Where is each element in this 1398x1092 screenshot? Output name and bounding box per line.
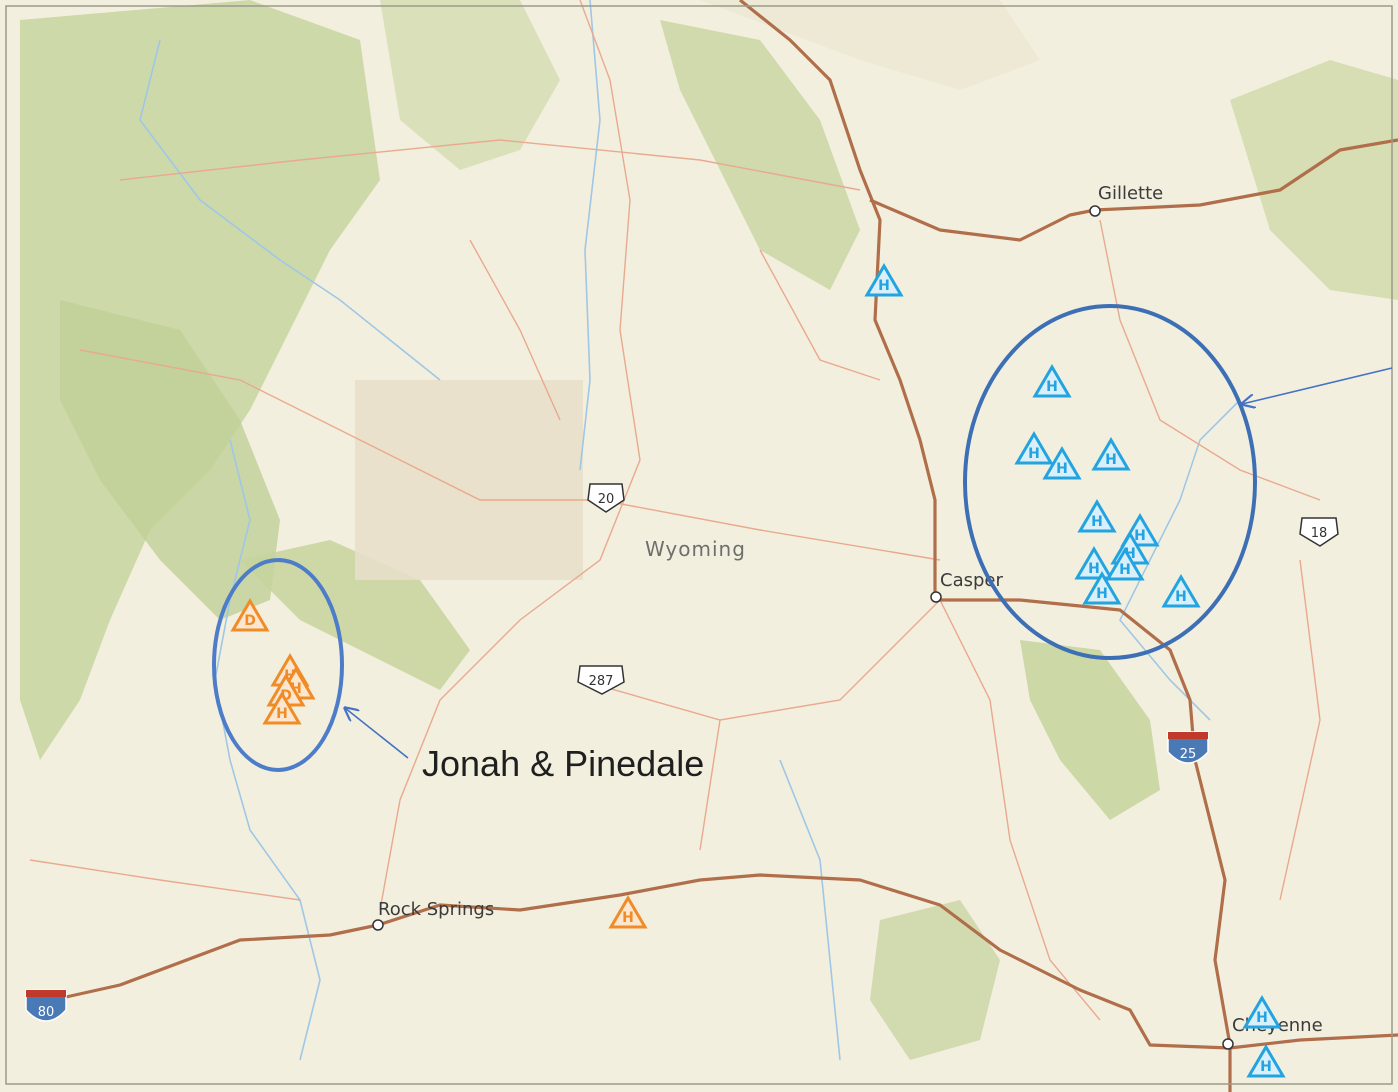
svg-text:Gillette: Gillette [1098,183,1163,204]
hub-marker-icon[interactable]: H [1083,572,1121,605]
hub-marker-icon[interactable]: H [1243,996,1281,1029]
hub-marker-icon[interactable]: H [1111,532,1149,565]
svg-text:H: H [276,706,288,722]
svg-text:Rock Springs: Rock Springs [378,899,494,920]
svg-text:287: 287 [589,674,614,689]
hub-marker-icon[interactable]: H [1106,548,1144,581]
svg-text:H: H [1105,452,1117,468]
city-gillette[interactable]: Gillette [1089,183,1163,217]
svg-text:H: H [1124,546,1136,562]
svg-text:H: H [290,681,302,697]
hub-marker-icon[interactable]: H [1121,514,1159,547]
orange-markers: D H H D H H [231,599,647,929]
svg-text:25: 25 [1180,747,1197,762]
city-rock-springs[interactable]: Rock Springs [372,899,494,931]
hub-marker-icon[interactable]: H [263,692,301,725]
west-cluster-circle [212,558,344,772]
svg-text:18: 18 [1311,526,1328,541]
hub-marker-icon[interactable]: H [1247,1045,1285,1078]
svg-text:H: H [1028,446,1040,462]
svg-text:H: H [284,668,296,684]
svg-text:H: H [1119,562,1131,578]
i80-shield: 80 [25,989,67,1022]
us287-shield: 287 [577,665,625,695]
svg-text:H: H [1091,514,1103,530]
rivers-layer [139,0,1241,1061]
hub-marker-icon[interactable]: H [1033,365,1071,398]
svg-text:D: D [244,613,256,629]
svg-text:H: H [1056,461,1068,477]
state-label: Wyoming [645,537,746,561]
hub-marker-icon[interactable]: H [609,896,647,929]
svg-text:80: 80 [38,1005,55,1020]
svg-text:H: H [1256,1010,1268,1026]
svg-text:H: H [1088,561,1100,577]
hub-marker-icon[interactable]: H [1075,547,1113,580]
hub-marker-icon[interactable]: H [1015,432,1053,465]
terrain-layer [20,0,1398,1060]
hub-marker-icon[interactable]: H [1078,500,1116,533]
svg-text:H: H [1260,1059,1272,1075]
svg-text:H: H [1046,379,1058,395]
hub-marker-icon[interactable]: H [277,667,315,700]
svg-text:H: H [878,278,890,294]
us18-shield: 18 [1299,517,1339,547]
hub-marker-icon[interactable]: H [1092,438,1130,471]
svg-text:H: H [1134,528,1146,544]
us20-shield: 20 [587,483,625,513]
hub-marker-icon[interactable]: H [865,264,903,297]
dist-marker-icon[interactable]: D [267,674,305,707]
east-cluster-arrow [1242,367,1393,404]
jonah-pinedale-label: Jonah & Pinedale [422,743,704,784]
hub-marker-icon[interactable]: H [1043,447,1081,480]
svg-text:H: H [1096,586,1108,602]
svg-text:D: D [280,688,292,704]
roads-layer [29,0,1321,1021]
i25-shield: 25 [1167,731,1209,764]
svg-text:H: H [1175,589,1187,605]
dist-marker-icon[interactable]: D [231,599,269,632]
hub-marker-icon[interactable]: H [271,654,309,687]
hub-marker-icon[interactable]: H [1162,575,1200,608]
west-cluster-arrow [345,708,409,759]
blue-markers: H H H H H H H H H H H H H H [865,264,1285,1078]
svg-text:20: 20 [598,492,615,507]
east-cluster-circle [963,304,1257,660]
state-border [5,5,1393,1085]
svg-text:H: H [622,910,634,926]
